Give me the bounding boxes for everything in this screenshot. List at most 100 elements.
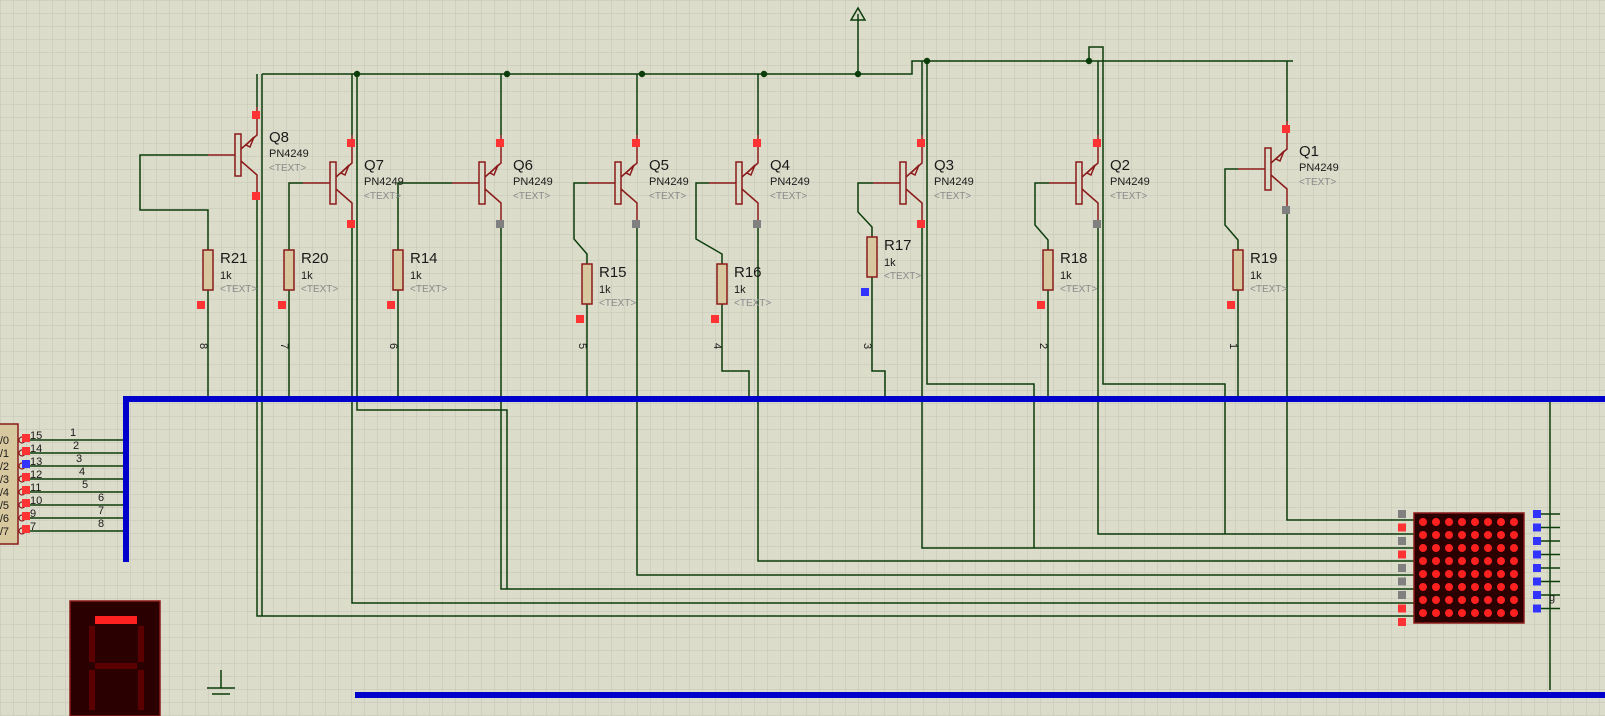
resistor-r17[interactable]	[866, 236, 878, 278]
led-dot	[1484, 609, 1492, 617]
led-dot	[1458, 544, 1466, 552]
transistor-value: PN4249	[364, 176, 404, 188]
led-dot	[1471, 544, 1479, 552]
resistor-r21[interactable]	[202, 249, 214, 291]
net-label: 8	[197, 343, 209, 349]
connector-pin-number: 7	[30, 521, 36, 533]
transistor-ref: Q5	[649, 157, 669, 174]
led-dot	[1445, 609, 1453, 617]
pin-marker	[1227, 301, 1235, 309]
pin-marker	[1533, 604, 1541, 613]
led-dot	[1432, 544, 1440, 552]
resistor-body	[202, 249, 214, 291]
led-dot	[1458, 518, 1466, 526]
net-label: 6	[387, 343, 399, 349]
resistor-body	[392, 249, 404, 291]
pin-marker	[278, 301, 286, 309]
led-dot	[1471, 583, 1479, 591]
connector-pin-number: 9	[30, 508, 36, 520]
collector-wire	[921, 223, 1414, 549]
led-dot	[1510, 583, 1518, 591]
led-dot	[1484, 583, 1492, 591]
arrow-icon	[909, 164, 920, 177]
transistor-text: <TEXT>	[649, 191, 686, 202]
led-dot	[1497, 570, 1505, 578]
segment-e	[89, 670, 95, 710]
transistor-collector	[1270, 174, 1288, 209]
junction	[638, 70, 646, 78]
arrow-icon	[488, 164, 499, 177]
transistor-collector	[240, 160, 258, 195]
led-dot	[1458, 557, 1466, 565]
base-wire	[1224, 168, 1239, 250]
pin-marker	[197, 301, 205, 309]
led-dot	[1458, 531, 1466, 539]
resistor-r18[interactable]	[1042, 249, 1054, 291]
net-label: 1	[1227, 343, 1239, 349]
resistor-value: 1k	[599, 284, 611, 296]
connector-pin-number: 14	[30, 443, 42, 455]
resistor-r16[interactable]	[716, 263, 728, 305]
led-dot	[1471, 531, 1479, 539]
transistor-collector	[1081, 188, 1099, 223]
transistor-ref: Q2	[1110, 157, 1130, 174]
pin-marker	[22, 447, 30, 455]
resistor-ref: R21	[220, 250, 248, 267]
buses	[123, 396, 1605, 698]
seven-segment-display[interactable]	[69, 600, 161, 716]
connector-pin-label: /5	[0, 500, 9, 512]
led-dot	[1497, 518, 1505, 526]
led-dot	[1484, 531, 1492, 539]
pin-marker	[1398, 618, 1406, 626]
resistor-r20[interactable]	[283, 249, 295, 291]
connector-pin-label: /2	[0, 461, 9, 473]
led-dot	[1471, 518, 1479, 526]
collector-wire	[500, 223, 1414, 590]
resistor-r19[interactable]	[1232, 249, 1244, 291]
led-dot	[1471, 557, 1479, 565]
components[interactable]	[0, 107, 1541, 716]
led-dot	[1419, 596, 1427, 604]
led-dot	[1458, 609, 1466, 617]
arrow-icon	[1274, 150, 1285, 163]
transistor-value: PN4249	[934, 176, 974, 188]
connector-pin-label: /0	[0, 435, 9, 447]
resistor-r14[interactable]	[392, 249, 404, 291]
pin-marker	[1398, 523, 1406, 532]
rail-jog	[1088, 46, 1104, 61]
transistor-collector	[905, 188, 923, 223]
pin-marker	[1533, 537, 1541, 545]
pin-marker	[917, 139, 925, 147]
led-dot	[1484, 596, 1492, 604]
led-dot	[1419, 531, 1427, 539]
connector-pin-number: 12	[30, 469, 42, 481]
transistor-text: <TEXT>	[1110, 191, 1147, 202]
pin-marker	[1533, 591, 1541, 599]
junction	[1085, 57, 1093, 65]
pin-marker	[753, 139, 761, 147]
arrow-icon	[624, 164, 635, 177]
resistor-body	[1232, 249, 1244, 291]
led-dot	[1419, 570, 1427, 578]
connector-pin-label: /4	[0, 487, 9, 499]
led-dot	[1432, 531, 1440, 539]
led-dot	[1484, 544, 1492, 552]
pin-marker	[387, 301, 395, 309]
transistor-value: PN4249	[1110, 176, 1150, 188]
led-dot	[1484, 557, 1492, 565]
resistor-ref: R19	[1250, 250, 1278, 267]
resistor-r15[interactable]	[581, 263, 593, 305]
labels: Q8PN4249<TEXT>Q7PN4249<TEXT>Q6PN4249<TEX…	[0, 129, 1555, 604]
led-matrix[interactable]	[1413, 512, 1525, 624]
pin-marker	[22, 499, 30, 507]
transistor-value: PN4249	[269, 148, 309, 160]
wires	[25, 6, 1560, 690]
led-dot	[1432, 609, 1440, 617]
led-dot	[1419, 518, 1427, 526]
data-bus	[123, 396, 1605, 562]
base-wire	[695, 182, 723, 264]
segment-g	[95, 663, 137, 669]
net-label: 7	[278, 343, 290, 349]
segment-b	[138, 626, 144, 662]
